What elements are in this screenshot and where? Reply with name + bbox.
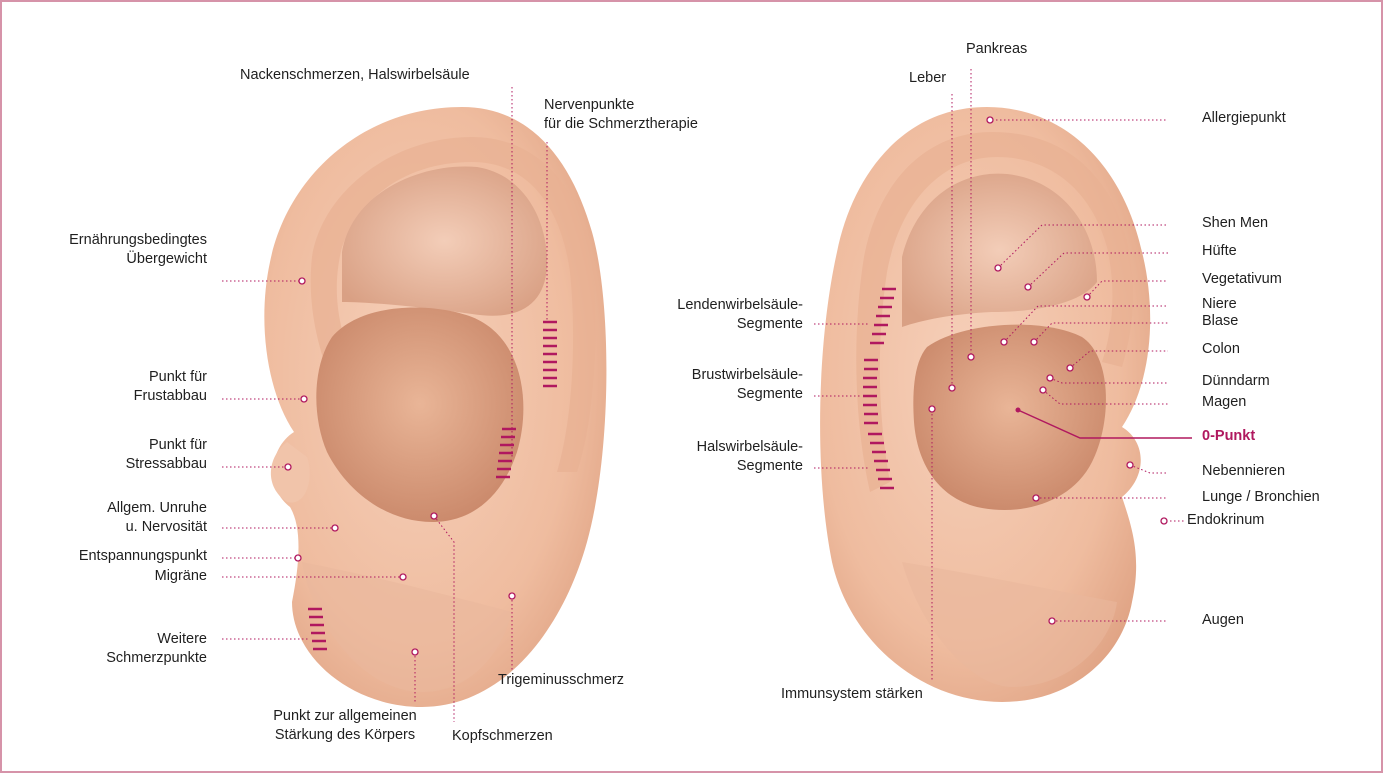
point-unruhe — [332, 525, 338, 531]
point-colon — [1067, 365, 1073, 371]
label-magen: Magen — [1202, 393, 1246, 412]
label-colon: Colon — [1202, 340, 1240, 359]
point-niere — [1001, 339, 1007, 345]
point-frust — [301, 396, 307, 402]
label-duenndarm: Dünndarm — [1202, 372, 1270, 391]
point-duenndarm — [1047, 375, 1053, 381]
label-lendenwirbelsaeule: Lendenwirbelsäule- Segmente — [677, 296, 803, 334]
point-vegetativum — [1084, 294, 1090, 300]
label-0-punkt: 0-Punkt — [1202, 427, 1255, 446]
point-immun — [929, 406, 935, 412]
right-ear-concha — [913, 325, 1106, 510]
label-nervenpunkte: Nervenpunkte für die Schmerztherapie — [544, 96, 698, 134]
label-staerkung: Punkt zur allgemeinen Stärkung des Körpe… — [242, 707, 448, 745]
label-halswirbelsaeule: Halswirbelsäule- Segmente — [697, 438, 803, 476]
point-trigeminus — [509, 593, 515, 599]
point-ernaehrung — [299, 278, 305, 284]
label-shen-men: Shen Men — [1202, 214, 1268, 233]
point-magen — [1040, 387, 1046, 393]
point-entspannung — [295, 555, 301, 561]
label-immunsystem: Immunsystem stärken — [781, 685, 923, 704]
label-lunge-bronchien: Lunge / Bronchien — [1202, 488, 1320, 507]
point-staerkung — [412, 649, 418, 655]
label-leber: Leber — [909, 69, 946, 88]
point-huefte — [1025, 284, 1031, 290]
label-blase: Blase — [1202, 312, 1238, 331]
label-kopfschmerzen: Kopfschmerzen — [452, 727, 553, 746]
point-kopf — [431, 513, 437, 519]
label-allergiepunkt: Allergiepunkt — [1202, 109, 1286, 128]
label-vegetativum: Vegetativum — [1202, 270, 1282, 289]
point-allergie — [987, 117, 993, 123]
point-shen-men — [995, 265, 1001, 271]
label-brustwirbelsaeule: Brustwirbelsäule- Segmente — [692, 366, 803, 404]
label-trigeminus: Trigeminusschmerz — [498, 671, 624, 690]
label-frustabbau: Punkt für Frustabbau — [134, 368, 207, 406]
label-entspannung: Entspannungspunkt — [79, 547, 207, 566]
label-unruhe: Allgem. Unruhe u. Nervosität — [107, 499, 207, 537]
label-nebennieren: Nebennieren — [1202, 462, 1285, 481]
label-weitere-schmerzpunkte: Weitere Schmerzpunkte — [106, 630, 207, 668]
label-migraene: Migräne — [155, 567, 207, 586]
point-augen — [1049, 618, 1055, 624]
point-null-punkt — [1016, 408, 1021, 413]
point-lunge — [1033, 495, 1039, 501]
label-huefte: Hüfte — [1202, 242, 1237, 261]
point-leber — [949, 385, 955, 391]
label-ernaehrung: Ernährungsbedingtes Übergewicht — [69, 231, 207, 269]
label-augen: Augen — [1202, 611, 1244, 630]
point-blase — [1031, 339, 1037, 345]
point-pankreas — [968, 354, 974, 360]
label-stressabbau: Punkt für Stressabbau — [126, 436, 207, 474]
point-endokrinum — [1161, 518, 1167, 524]
label-endokrinum: Endokrinum — [1187, 511, 1264, 530]
point-nebennieren — [1127, 462, 1133, 468]
label-pankreas: Pankreas — [966, 40, 1027, 59]
point-stress — [285, 464, 291, 470]
point-migraene — [400, 574, 406, 580]
label-nacken: Nackenschmerzen, Halswirbelsäule — [240, 66, 470, 85]
